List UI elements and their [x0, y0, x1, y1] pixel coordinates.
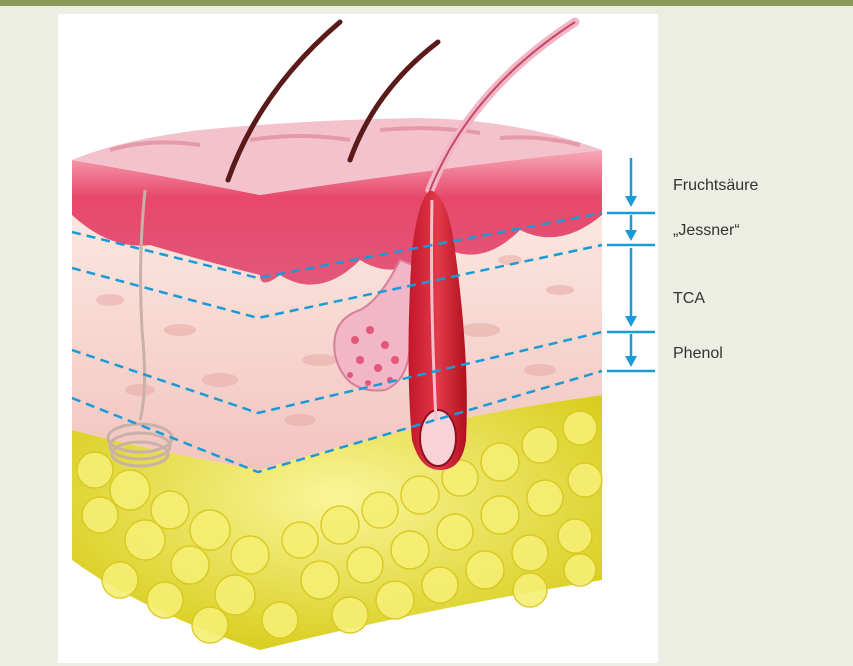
label-phenol: Phenol: [673, 345, 723, 363]
label-tca: TCA: [673, 290, 705, 308]
depth-markers: [607, 158, 655, 371]
label-jessner: „Jessner“: [673, 222, 740, 240]
label-fruchtsaeure: Fruchtsäure: [673, 177, 758, 195]
